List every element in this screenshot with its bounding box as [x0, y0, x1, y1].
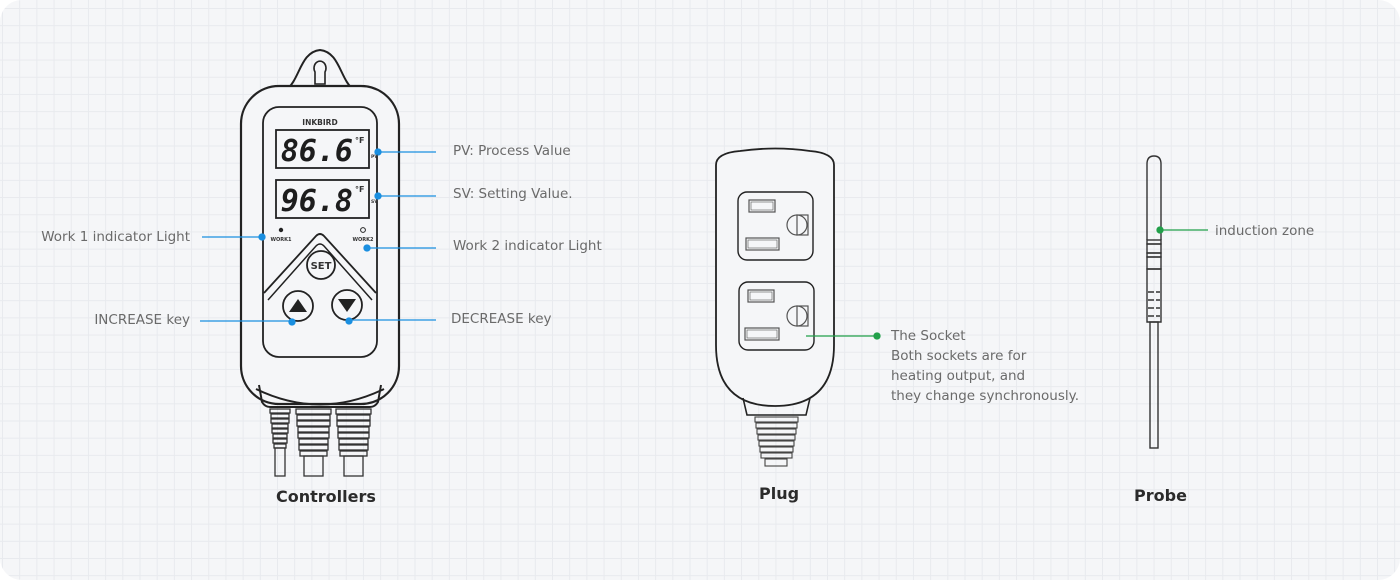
probe-caption: Probe	[1134, 486, 1187, 505]
induction-zone-label: induction zone	[1215, 223, 1315, 239]
controller-face	[262, 106, 378, 358]
key-guard	[263, 233, 377, 294]
work1-tag: WORK1	[271, 237, 292, 243]
pv-callout-label: PV: Process Value	[453, 143, 571, 159]
pv-value: 86.6	[281, 134, 353, 169]
probe-device	[1146, 155, 1162, 449]
work2-tag: WORK2	[353, 237, 374, 243]
sv-display	[275, 179, 370, 219]
plug-callout	[806, 332, 881, 340]
socket-note-title: The Socket	[891, 328, 966, 344]
sv-unit: °F	[355, 185, 364, 194]
decrease-callout-label: DECREASE key	[451, 311, 552, 327]
plug-collar	[742, 397, 811, 416]
work2-callout-label: Work 2 indicator Light	[453, 238, 602, 254]
socket-lower	[738, 281, 815, 351]
work2-callout-dot	[363, 244, 371, 252]
controller-cables	[269, 408, 372, 477]
pv-callout-dot	[374, 148, 382, 156]
controllers-caption: Controllers	[276, 487, 376, 506]
sv-callout-dot	[374, 192, 382, 200]
plug-cable	[754, 416, 799, 467]
pv-display	[275, 129, 370, 169]
socket-upper	[737, 191, 814, 261]
work2-led-icon	[360, 227, 366, 233]
pv-tag: PV	[371, 154, 378, 160]
probe-grip	[1146, 268, 1162, 323]
plug-device	[715, 147, 835, 416]
controller-collar	[258, 384, 382, 408]
increase-arrow-icon	[289, 299, 307, 312]
increase-callout-label: INCREASE key	[94, 312, 190, 328]
plug-body	[715, 147, 835, 407]
probe-wire	[1149, 321, 1159, 449]
sv-value: 96.8	[281, 184, 353, 219]
socket-callout-dot	[873, 332, 881, 340]
work1-callout-dot	[258, 233, 266, 241]
sv-callout-label: SV: Setting Value.	[453, 186, 573, 202]
decrease-callout-dot	[345, 317, 353, 325]
sv-tag: SV	[371, 199, 378, 205]
induction-callout-dot	[1156, 226, 1164, 234]
brand-label: INKBIRD	[302, 118, 337, 127]
plug-caption: Plug	[759, 484, 800, 503]
increase-key	[282, 290, 314, 322]
probe-tip	[1146, 155, 1162, 240]
socket-note: The Socket Both sockets are for heating …	[891, 326, 1079, 406]
increase-callout-dot	[288, 318, 296, 326]
socket-note-line: they change synchronously.	[891, 388, 1079, 404]
set-key-label: SET	[311, 261, 332, 272]
set-key	[306, 250, 336, 280]
controller-device	[239, 48, 401, 408]
socket-note-line: heating output, and	[891, 368, 1026, 384]
socket-slots	[744, 199, 809, 341]
controller-callouts	[200, 148, 436, 326]
keyhole-icon	[313, 60, 327, 85]
decrease-arrow-icon	[338, 299, 356, 312]
work1-callout-label: Work 1 indicator Light	[41, 229, 190, 245]
probe-callout	[1156, 226, 1208, 234]
pv-unit: °F	[355, 136, 364, 145]
hanger-tab	[285, 48, 355, 91]
work1-led-icon	[278, 227, 284, 233]
socket-note-line: Both sockets are for	[891, 348, 1027, 364]
